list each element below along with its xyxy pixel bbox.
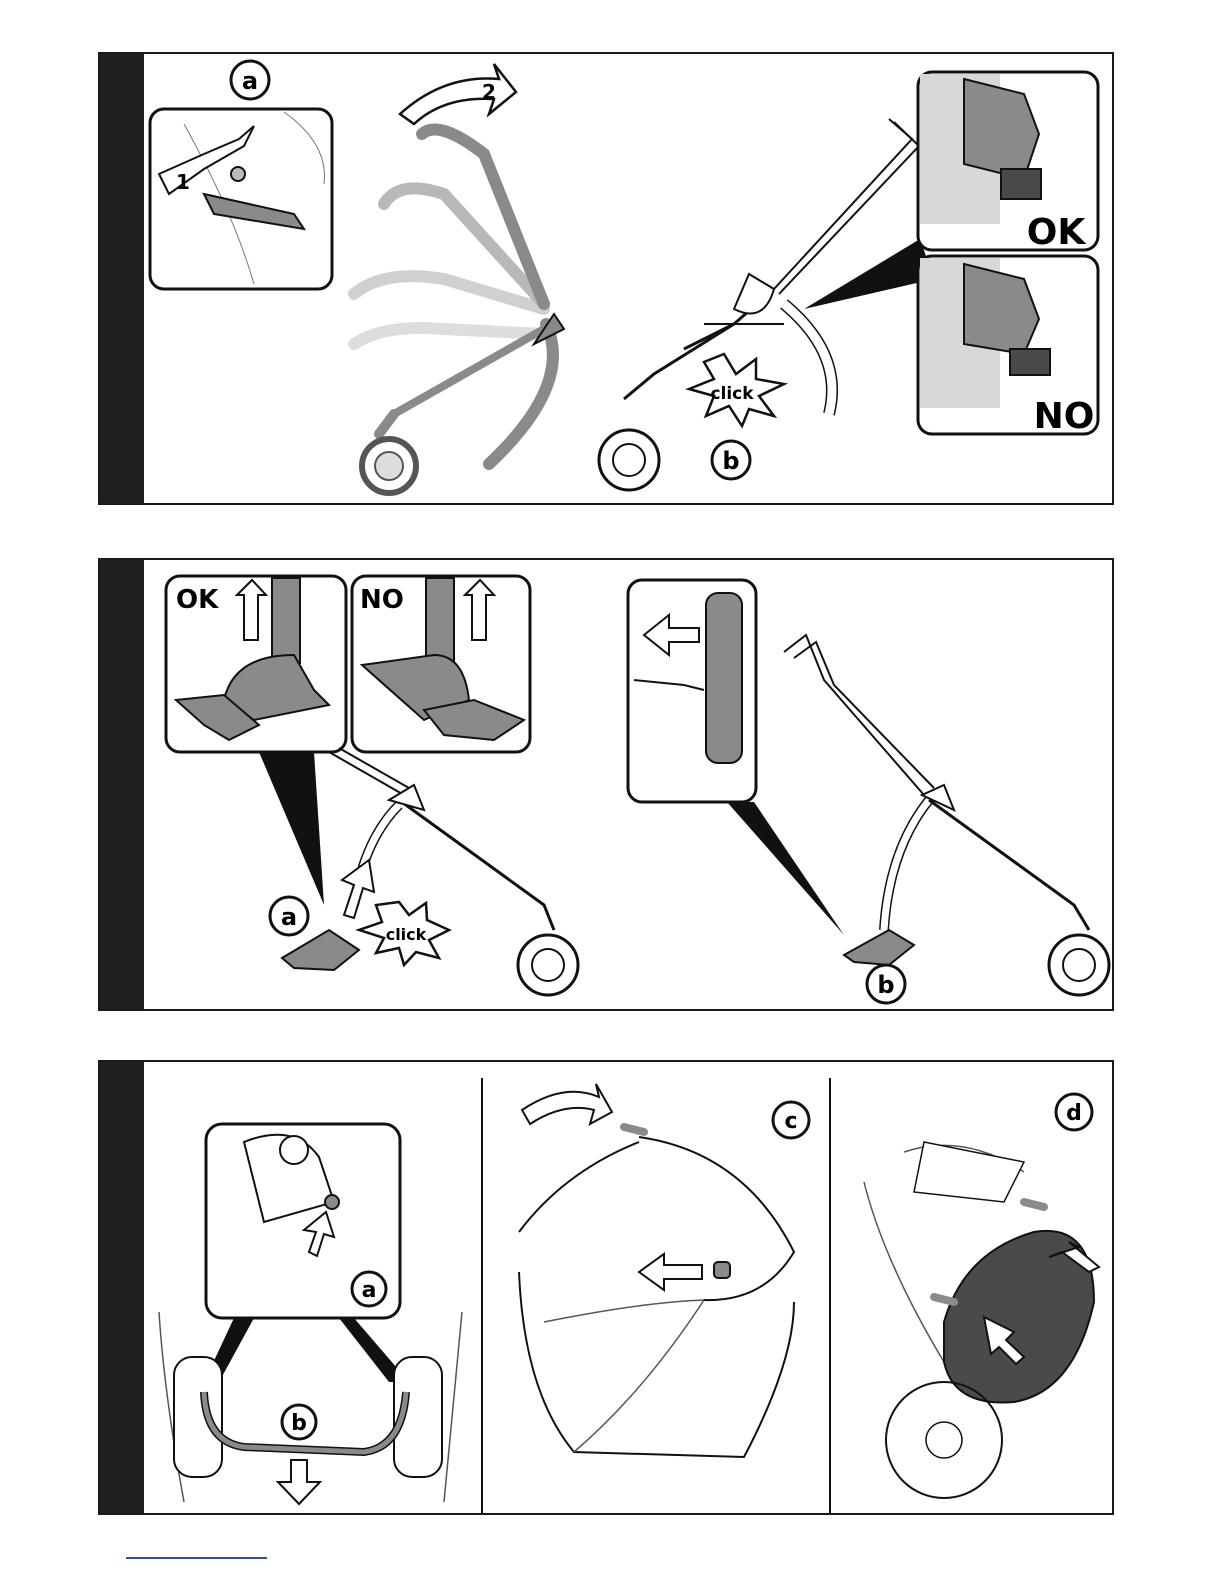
callout-d: d bbox=[1056, 1094, 1092, 1130]
no-label: NO bbox=[360, 585, 404, 615]
inset-no-wheel-lock: NO bbox=[352, 576, 530, 752]
panel-side-bar bbox=[100, 560, 144, 1009]
ok-label: OK bbox=[1027, 212, 1087, 253]
inset-handle-release: 1 bbox=[150, 109, 332, 289]
section-canopy: c bbox=[519, 1084, 809, 1457]
stroller-unfolding-sequence bbox=[354, 130, 564, 494]
step-2-number: 2 bbox=[482, 80, 496, 104]
callout-a-text: a bbox=[242, 67, 258, 95]
section-bumper-bar: a b bbox=[159, 1124, 462, 1504]
no-label: NO bbox=[1034, 396, 1095, 437]
callout-a: a bbox=[231, 61, 269, 99]
section-basket: d bbox=[864, 1094, 1099, 1498]
click-text: click bbox=[386, 925, 427, 944]
callout-a-text: a bbox=[362, 1278, 377, 1303]
inset-no: NO bbox=[918, 256, 1098, 437]
ok-label: OK bbox=[176, 585, 219, 615]
panel-3-illustration: a b c bbox=[144, 1062, 1112, 1513]
callout-c-text: c bbox=[784, 1109, 797, 1134]
callout-b-text: b bbox=[722, 447, 739, 475]
callout-b-text: b bbox=[877, 971, 894, 999]
stroller-unfolded bbox=[599, 119, 919, 490]
callout-b-text: b bbox=[291, 1411, 307, 1436]
zoom-pointer-b bbox=[727, 802, 844, 935]
wheel-lock-locked bbox=[844, 930, 914, 965]
callout-d-text: d bbox=[1066, 1101, 1082, 1126]
callout-a: a bbox=[352, 1272, 386, 1306]
click-burst: click bbox=[689, 354, 784, 426]
zoom-pointer-a bbox=[259, 752, 324, 905]
wheel-lock-small bbox=[282, 930, 359, 970]
callout-c: c bbox=[773, 1102, 809, 1138]
callout-b: b bbox=[867, 965, 905, 1003]
callout-a-text: a bbox=[281, 903, 297, 931]
panel-1-illustration: a 1 2 bbox=[144, 54, 1112, 503]
callout-a: a bbox=[270, 897, 308, 935]
step-1-number: 1 bbox=[176, 170, 190, 194]
inset-ok-wheel-lock: OK bbox=[166, 576, 346, 752]
panel-2-illustration: OK NO a click bbox=[144, 560, 1112, 1009]
up-arrow-a bbox=[342, 860, 374, 918]
callout-b: b bbox=[282, 1405, 316, 1439]
down-arrow bbox=[278, 1460, 320, 1504]
arrow-step-2: 2 bbox=[400, 64, 516, 124]
step-panel-1: a 1 2 bbox=[98, 52, 1114, 505]
click-burst: click bbox=[359, 902, 449, 965]
inset-ok: OK bbox=[918, 72, 1098, 253]
panel-side-bar bbox=[100, 54, 144, 503]
step-panel-3: a b c bbox=[98, 1060, 1114, 1515]
footer-link-underline bbox=[126, 1557, 267, 1559]
curved-arrow bbox=[522, 1084, 612, 1124]
stroller-right bbox=[784, 635, 1109, 995]
callout-b: b bbox=[712, 441, 750, 479]
click-text: click bbox=[710, 384, 754, 404]
panel-side-bar bbox=[100, 1062, 144, 1513]
zoom-pointer bbox=[804, 239, 934, 309]
left-arrow bbox=[639, 1254, 702, 1290]
step-panel-2: OK NO a click bbox=[98, 558, 1114, 1011]
inset-brake-push bbox=[628, 580, 756, 802]
